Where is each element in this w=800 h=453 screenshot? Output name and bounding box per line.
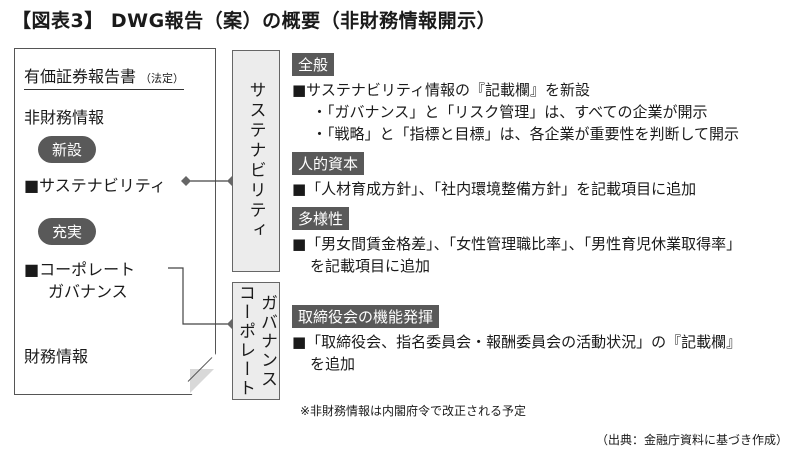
governance-box: コーポレート ガバナンス [232,282,280,400]
sustainability-box-label: サステナビリティ [245,81,266,241]
footnote: ※非財務情報は内閣府令で改正される予定 [300,404,527,418]
tag-general: 全般 [292,53,335,76]
sustainability-box: サステナビリティ [232,50,280,272]
diversity-line-2: を記載項目に追加 [310,257,431,275]
tag-diversity: 多様性 [292,207,350,230]
general-line-3: ・「戦略」と「指標と目標」は、各企業が重要性を判断して開示 [312,125,740,143]
financial-label: 財務情報 [24,347,89,366]
document-title: 有価証券報告書（法定） [24,63,185,90]
badge-new: 新設 [38,136,97,163]
document-title-text: 有価証券報告書 [24,67,137,86]
source-citation: （出典：金融庁資料に基づき作成） [595,433,788,447]
figure-title: 【図表3】 DWG報告（案）の概要（非財務情報開示） [12,10,497,32]
governance-item-line1: ■コーポレート [24,260,136,279]
board-line-1: ■「取締役会、指名委員会・報酬委員会の活動状況」の『記載欄』 [292,333,742,351]
general-line-1: ■サステナビリティ情報の『記載欄』を新設 [292,81,590,99]
board-line-2: を追加 [310,355,356,373]
governance-connector [168,267,232,325]
diversity-line-1: ■「男女間賃金格差」、「女性管理職比率」、「男性育児休業取得率」 [292,235,742,253]
tag-human-capital: 人的資本 [292,152,365,175]
tag-board: 取締役会の機能発揮 [292,305,440,328]
sustainability-connector-start [181,176,191,186]
governance-box-label-col2: ガバナンス [257,293,277,389]
governance-box-label-col1: コーポレート [235,284,255,398]
human-capital-line-1: ■「人材育成方針」、「社内環境整備方針」を記載項目に追加 [292,180,697,198]
governance-item-line2: ガバナンス [48,282,128,301]
non-financial-label: 非財務情報 [24,108,105,127]
sustainability-item: ■サステナビリティ [24,176,166,195]
badge-enhanced: 充実 [38,218,97,245]
general-line-2: ・「ガバナンス」と「リスク管理」は、すべての企業が開示 [312,103,708,121]
document-title-note: （法定） [140,72,185,85]
